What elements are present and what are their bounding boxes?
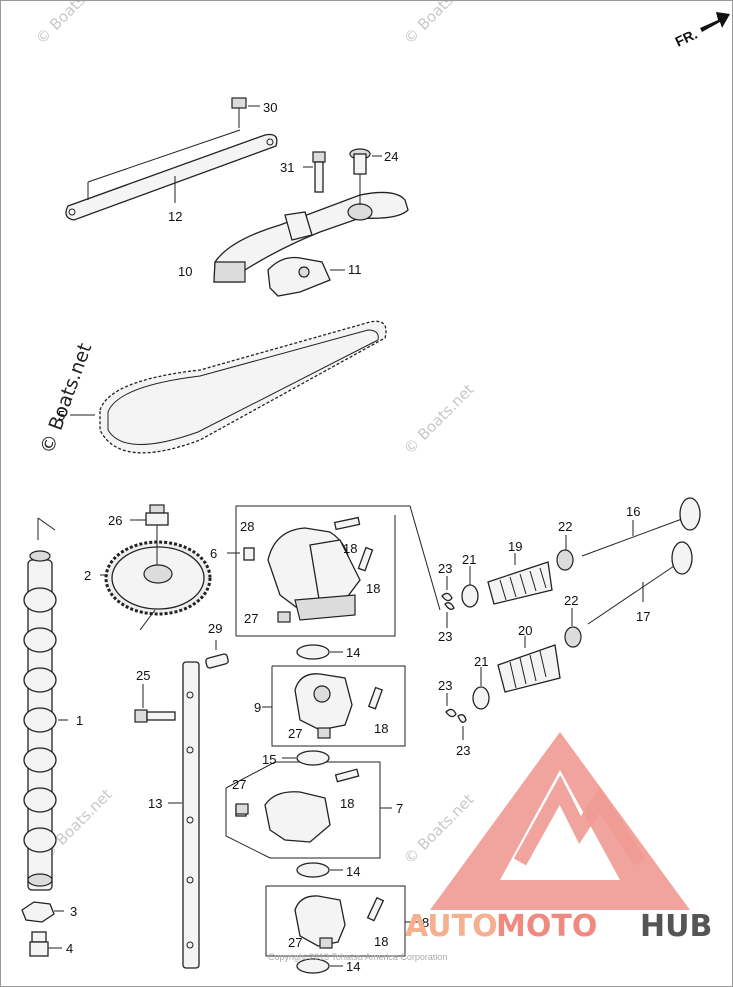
callout: 10 xyxy=(178,264,192,279)
valve-17 xyxy=(587,541,693,625)
washer-14c xyxy=(296,958,343,974)
callout: 11 xyxy=(348,262,362,277)
callout: 1 xyxy=(76,713,83,728)
callout: 23 xyxy=(438,561,452,576)
callout: 18 xyxy=(343,541,357,556)
callout: 22 xyxy=(564,593,578,608)
callout: 23 xyxy=(456,743,470,758)
watermark: © Boats.net xyxy=(32,0,110,48)
tensioner-11 xyxy=(267,256,345,297)
callout: 6 xyxy=(210,546,217,561)
automotohub-logo: AUTO MOTO HUB xyxy=(405,732,712,944)
callout: 23 xyxy=(438,678,452,693)
callout: 24 xyxy=(384,149,398,164)
callout: 26 xyxy=(108,513,122,528)
callout: 27 xyxy=(244,611,258,626)
watermark: © Boats.net xyxy=(400,790,478,868)
callout: 14 xyxy=(346,645,360,660)
rocker-arm-7 xyxy=(225,761,392,859)
callout: 13 xyxy=(148,796,162,811)
washer-14a xyxy=(296,644,343,660)
logo-word-hub: HUB xyxy=(640,909,712,944)
callout: 27 xyxy=(288,726,302,741)
callout: 14 xyxy=(346,959,360,974)
rocker-shaft-13 xyxy=(168,661,200,969)
callout: 28 xyxy=(240,519,254,534)
callout: 18 xyxy=(366,581,380,596)
rocker-arm-9 xyxy=(262,665,406,747)
callout: 14 xyxy=(346,864,360,879)
callout: 18 xyxy=(374,721,388,736)
copyright-text: Copyright 2013 Tohatsu America Corporati… xyxy=(268,952,447,962)
callout: 12 xyxy=(168,209,182,224)
direction-label: FR. xyxy=(673,26,700,50)
callout: 30 xyxy=(263,100,277,115)
bolt-31 xyxy=(303,151,326,193)
watermark: © Boats.net xyxy=(400,0,478,48)
camshaft-1 xyxy=(23,517,68,891)
watermark-dark: © Boats.net xyxy=(36,340,96,456)
bolt-30 xyxy=(231,97,260,128)
cotters-23 xyxy=(441,576,467,740)
callout: 29 xyxy=(208,621,222,636)
callout: 16 xyxy=(626,504,640,519)
callout: 4 xyxy=(66,941,73,956)
seal-3 xyxy=(21,901,64,923)
callout: 23 xyxy=(438,629,452,644)
washer-14b xyxy=(296,862,343,878)
callout: 25 xyxy=(136,668,150,683)
seals-22 xyxy=(556,535,582,648)
callout: 19 xyxy=(508,539,522,554)
nuts-27 xyxy=(235,611,333,949)
washer-15 xyxy=(282,750,330,766)
callout: 2 xyxy=(84,568,91,583)
bolt-26 xyxy=(130,504,169,565)
callout: 17 xyxy=(636,609,650,624)
valve-16 xyxy=(581,497,701,557)
valve-spring-20 xyxy=(497,636,561,693)
callout: 8 xyxy=(422,915,429,930)
callout: 18 xyxy=(374,934,388,949)
chain-guide-12 xyxy=(65,129,278,221)
callout: 21 xyxy=(474,654,488,669)
callout: 9 xyxy=(254,700,261,715)
timing-chain-5 xyxy=(70,320,387,454)
arrow-icon xyxy=(700,12,730,32)
logo-triangle xyxy=(430,732,690,910)
bolt-25 xyxy=(134,684,176,723)
callout: 15 xyxy=(262,752,276,767)
logo-m-stroke xyxy=(513,774,646,866)
front-direction-arrow: FR. xyxy=(673,12,730,50)
callout: 21 xyxy=(462,552,476,567)
callout: 31 xyxy=(280,160,294,175)
plug-4 xyxy=(29,931,62,957)
callout: 18 xyxy=(340,796,354,811)
callout-labels: 30 12 31 24 10 11 5 26 2 28 6 18 18 27 2… xyxy=(58,100,650,974)
callout: 22 xyxy=(558,519,572,534)
bolt-24 xyxy=(349,148,382,205)
logo-word-auto: AUTO xyxy=(405,909,498,944)
pin-29 xyxy=(205,640,229,669)
callout: 7 xyxy=(396,801,403,816)
callout: 27 xyxy=(232,777,246,792)
valve-spring-19 xyxy=(487,553,553,605)
callout: 5 xyxy=(58,408,65,423)
screws-18 xyxy=(333,516,385,922)
tensioner-arm-10 xyxy=(213,191,409,283)
logo-word-moto: MOTO xyxy=(496,909,597,944)
callout: 3 xyxy=(70,904,77,919)
cam-gear-2 xyxy=(100,540,212,631)
callout: 20 xyxy=(518,623,532,638)
callout: 27 xyxy=(288,935,302,950)
retainers-21 xyxy=(461,566,490,710)
watermark: © Boats.net xyxy=(400,380,478,458)
rocker-arm-6 xyxy=(227,505,441,637)
watermarks: © Boats.net © Boats.net © Boats.net © Bo… xyxy=(32,0,478,868)
